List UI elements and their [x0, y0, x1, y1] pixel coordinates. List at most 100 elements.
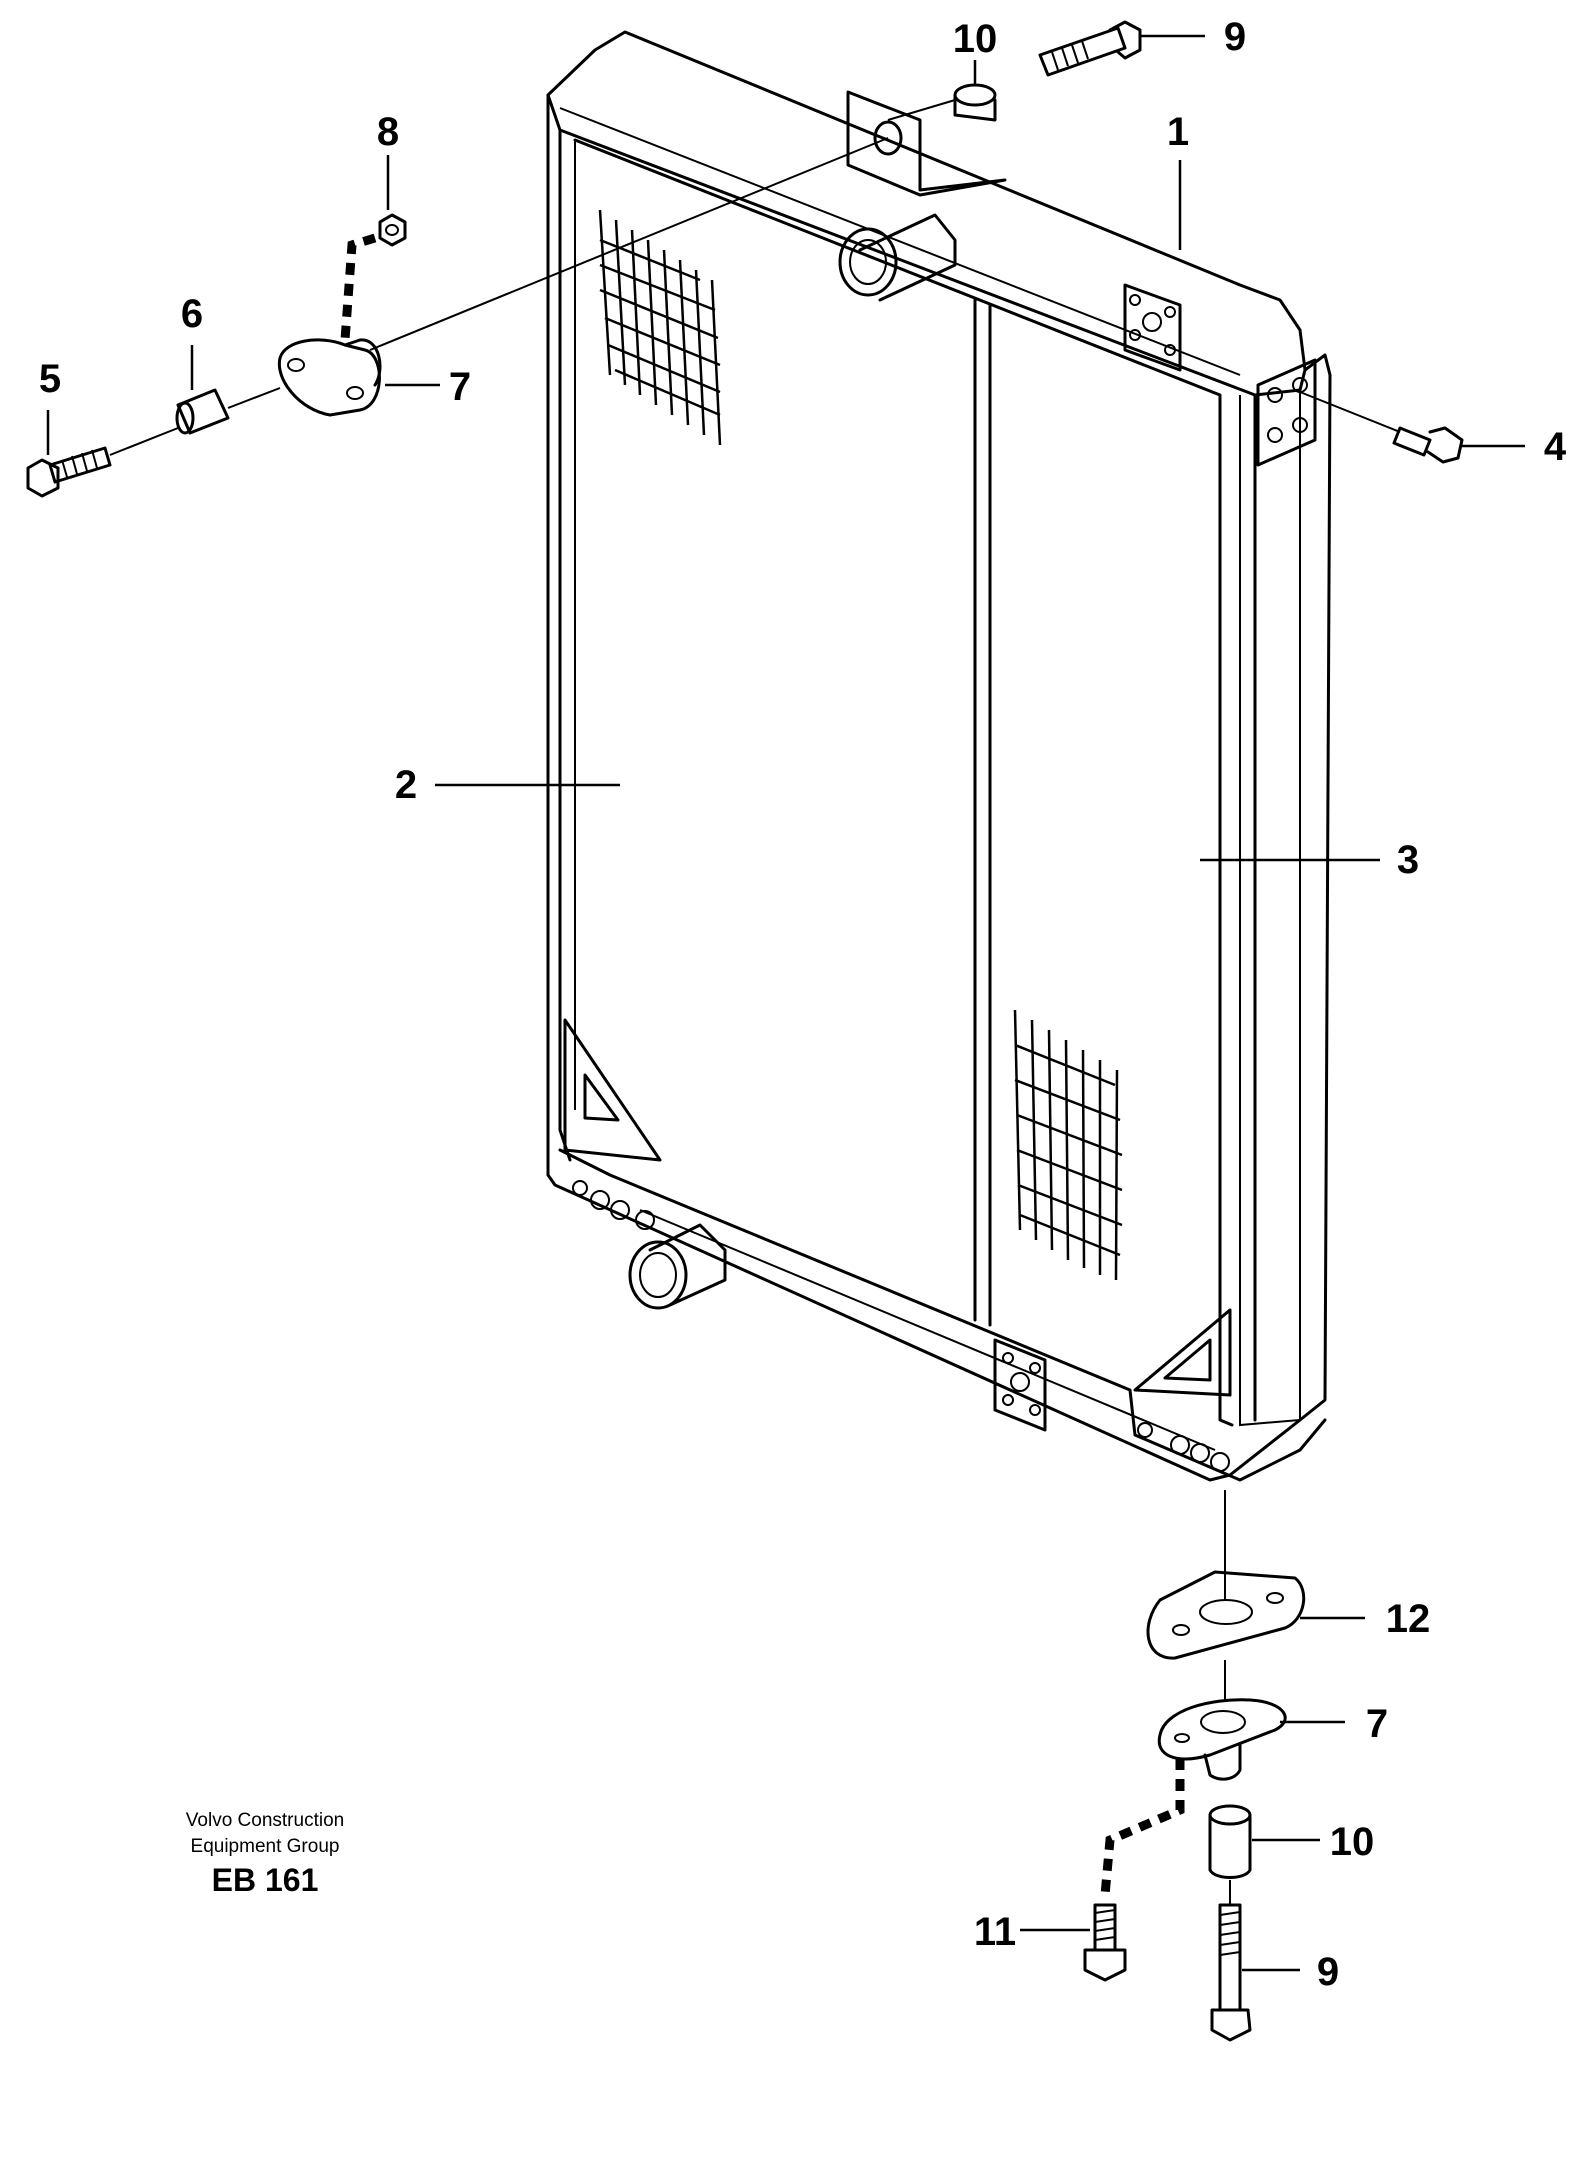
flange-spigot — [343, 338, 382, 387]
bolt-hole — [1210, 1452, 1230, 1472]
core-divider — [973, 298, 992, 1327]
flange-7-top — [277, 338, 440, 417]
lower-pipe-inner — [639, 1252, 677, 1298]
callout-11: 11 — [974, 1910, 1016, 1954]
bolt-4 — [1299, 391, 1525, 464]
link-dashed-11 — [1100, 1758, 1185, 1896]
plate-12 — [1146, 1570, 1365, 1660]
bolt-9-top — [1038, 20, 1205, 77]
plate-center-hole — [1199, 1599, 1253, 1625]
plate-hole — [1010, 1372, 1030, 1392]
bolt-head — [1108, 20, 1142, 60]
bolt-hole — [1190, 1443, 1210, 1463]
bushing-body — [953, 93, 997, 122]
bolt-thread — [1094, 1909, 1116, 1941]
flange-body — [277, 338, 381, 417]
lower-pipe-opening — [628, 1240, 688, 1310]
assembly-axis — [227, 387, 281, 409]
caption-company: Volvo Construction — [185, 1810, 345, 1831]
caption-group: Equipment Group — [190, 1836, 340, 1857]
upper-pipe — [858, 213, 957, 302]
flange-hole — [1174, 1733, 1190, 1743]
flange-body — [1157, 1698, 1287, 1761]
top-mount-hole — [873, 120, 903, 156]
bolt-11 — [1020, 1903, 1127, 1982]
flange-spigot — [1203, 1743, 1242, 1781]
bolt-shank — [48, 446, 112, 484]
bolt-hole — [1137, 1422, 1153, 1438]
callout-1: 1 — [1167, 110, 1189, 154]
radiator-top-edge — [546, 93, 1307, 397]
plate-hole — [1164, 344, 1176, 356]
bolt-hole — [1170, 1435, 1190, 1455]
core-mesh-upper — [598, 209, 722, 446]
callout-5: 5 — [39, 357, 61, 401]
core-mesh-lower — [1013, 1009, 1123, 1281]
callout-7-top: 7 — [449, 365, 471, 409]
radiator-outline — [546, 30, 1332, 1482]
lower-pipe — [648, 1223, 727, 1307]
bolt-shank — [1392, 426, 1432, 457]
bottom-tank-line — [639, 1209, 1216, 1451]
bolt-head — [1083, 1948, 1127, 1982]
bushing-top — [1208, 1804, 1252, 1826]
radiator-assembly — [546, 30, 1332, 1482]
bushing-6 — [175, 345, 230, 435]
bolt-head — [1426, 426, 1464, 464]
bushing-10-bottom — [1208, 1804, 1320, 1879]
top-mount-bracket — [846, 90, 1007, 197]
callout-10-bottom: 10 — [1330, 1820, 1375, 1864]
top-right-plate — [1123, 283, 1182, 372]
bolt-hole — [572, 1180, 588, 1196]
assembly-axis — [1299, 391, 1401, 433]
radiator-right-rail — [1239, 390, 1301, 1427]
callout-6: 6 — [181, 292, 203, 336]
assembly-axis — [109, 427, 179, 456]
bottom-tank — [558, 1148, 1327, 1482]
plate-hole — [1292, 417, 1308, 433]
radiator-left-edge — [558, 128, 572, 1162]
callout-8: 8 — [377, 110, 399, 154]
plate-body — [1146, 1570, 1306, 1660]
lower-center-plate — [993, 1338, 1047, 1432]
plate-hole — [1002, 1352, 1014, 1364]
bolt-5 — [26, 410, 112, 498]
flange-hole — [287, 358, 305, 372]
plate-hole — [1029, 1404, 1041, 1416]
plate-hole — [1172, 1624, 1190, 1636]
callout-9-top: 9 — [1224, 15, 1246, 59]
plate-hole — [1029, 1362, 1041, 1374]
lower-right-gusset — [1133, 1308, 1232, 1397]
bolt-thread — [1219, 1911, 1241, 1956]
nut-hole — [385, 224, 399, 236]
bushing-body — [176, 388, 230, 435]
caption-code: EB 161 — [211, 1862, 319, 1898]
bushing-end — [175, 401, 195, 435]
flange-hole — [346, 386, 364, 400]
lower-right-gusset-cutout — [1163, 1338, 1212, 1382]
bolt-hole — [610, 1200, 630, 1220]
bottom-tank-edge — [554, 1184, 1211, 1481]
lower-left-gusset — [563, 1018, 662, 1162]
callout-9-bottom: 9 — [1317, 1950, 1339, 1994]
nut-body — [378, 213, 407, 247]
bolt-shank — [1218, 1903, 1242, 2012]
lower-left-gusset-cutout — [583, 1073, 620, 1122]
bolt-head — [1210, 2008, 1252, 2042]
upper-pipe-inner — [849, 239, 887, 285]
upper-pipe-opening — [838, 227, 898, 297]
plate-hole — [1267, 387, 1283, 403]
bushing-top — [953, 83, 997, 107]
flange-7-bottom — [1157, 1698, 1345, 1781]
plate-hole — [1142, 312, 1162, 332]
bushing-10-top — [953, 60, 997, 122]
bolt-thread — [61, 449, 98, 478]
link-dashed-8 — [340, 233, 377, 341]
plate-hole — [1129, 329, 1141, 341]
side-mount-plate — [1256, 358, 1317, 467]
plate-hole — [1002, 1394, 1014, 1406]
top-header-line — [559, 107, 1241, 376]
callout-7-bottom: 7 — [1366, 1702, 1388, 1746]
